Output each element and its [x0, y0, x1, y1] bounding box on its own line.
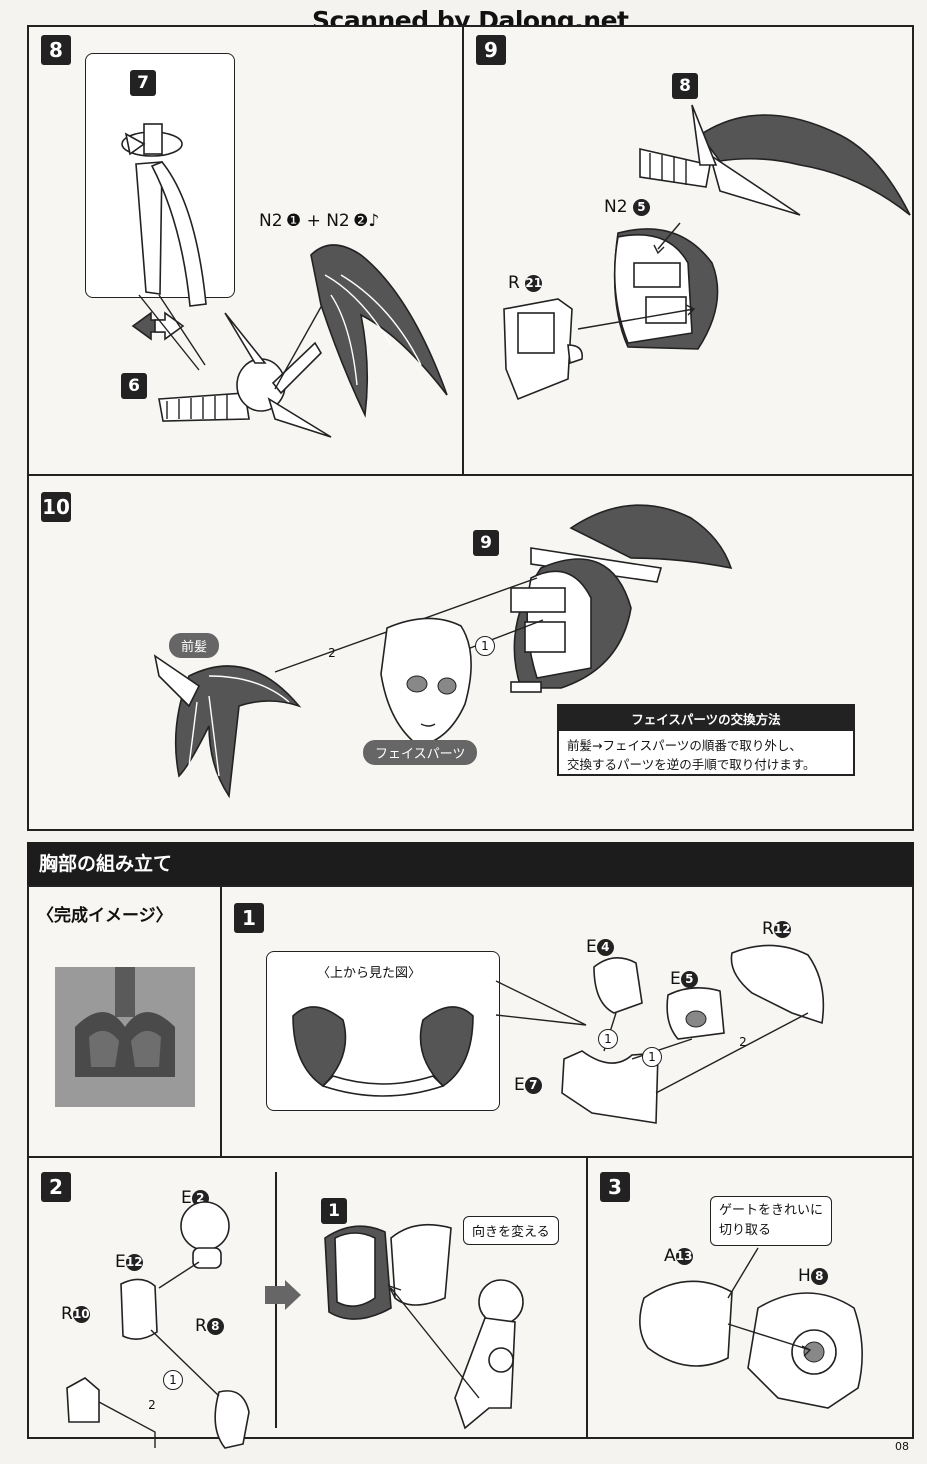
step-10-sub-9-label: 9 [473, 530, 499, 556]
finished-chest-photo [55, 967, 195, 1107]
gate-trim-line-2: 切り取る [719, 1223, 772, 1238]
part-code-a13: A [664, 1246, 676, 1266]
inset-step-7-number: 7 [130, 70, 156, 96]
part-number-13: 13 [675, 1248, 693, 1265]
step-2-sub-1-label: 1 [321, 1198, 347, 1224]
order-marker-2: 2 [141, 1394, 163, 1416]
face-parts-label: フェイスパーツ [363, 740, 478, 765]
step-10-panel: 10 9 2 1 前髪 フェイスパーツ フェイスパーツの交換方法 前髪→フェイス… [27, 474, 914, 831]
order-marker-2: 2 [732, 1031, 754, 1053]
bangs-label: 前髪 [169, 633, 220, 658]
ribbon-part-drawing [121, 123, 207, 307]
part-number-21: 21 [525, 275, 543, 292]
note-title: フェイスパーツの交換方法 [559, 706, 853, 731]
gate-trim-line-1: ゲートをきれいに [719, 1203, 824, 1218]
part-number-10: 10 [72, 1306, 90, 1323]
part-number-12: 12 [125, 1254, 143, 1271]
next-step-arrow-icon [265, 1280, 301, 1310]
step-8-inset: 7 [85, 53, 235, 307]
chest-step-3-number: 3 [600, 1172, 630, 1202]
part-label-e12: E12 [115, 1252, 143, 1272]
part-label-r-21: R 21 [508, 273, 543, 293]
part-number-7: 7 [524, 1077, 542, 1094]
part-number-5: 5 [632, 199, 650, 216]
part-code-r8: R [195, 1316, 207, 1336]
order-marker-1a: 1 [598, 1029, 618, 1049]
face-exchange-note: フェイスパーツの交換方法 前髪→フェイスパーツの順番で取り外し、 交換するパーツ… [557, 704, 855, 776]
part-code-e2: E [181, 1188, 192, 1208]
step-9-panel: 9 8 N2 5 R 21 [462, 25, 914, 476]
hair-clip-with-wing-drawing [158, 287, 336, 438]
gate-trim-callout: ゲートをきれいに 切り取る [710, 1196, 833, 1246]
part-number-12: 12 [773, 921, 791, 938]
finished-image-panel: 〈完成イメージ〉 [27, 885, 222, 1158]
hair-wing-assembly-drawing [639, 104, 911, 216]
head-assembly-drawing [510, 504, 733, 693]
top-view-box: 〈上から見た図〉 [266, 951, 500, 1111]
step-9-number: 9 [476, 35, 506, 65]
part-code-n2: N2 [604, 197, 628, 217]
part-code-r: R [508, 273, 520, 293]
page-number: 08 [895, 1440, 909, 1453]
order-marker-1: 1 [163, 1370, 183, 1390]
note-line-1: 前髪→フェイスパーツの順番で取り外し、 [567, 738, 802, 753]
back-armor-parts-drawing [639, 1247, 863, 1409]
part-label-a13: A13 [664, 1246, 693, 1266]
chest-step-2-number: 2 [41, 1172, 71, 1202]
step-9-sub-8-label: 8 [672, 73, 698, 99]
step-8-part-6-label: 6 [121, 373, 147, 399]
part-number-5: 5 [680, 971, 698, 988]
chest-section-header: 胸部の組み立て [27, 842, 914, 887]
part-code-r10: R [61, 1304, 73, 1324]
inset-pointer [138, 294, 206, 371]
part-code-e5: E [670, 969, 681, 989]
part-code-e12: E [115, 1252, 126, 1272]
arm-joint-parts-drawing [66, 1201, 250, 1449]
step-8-number: 8 [41, 35, 71, 65]
order-marker-1: 1 [475, 636, 495, 656]
part-code-e4: E [586, 937, 597, 957]
part-number-4: 4 [596, 939, 614, 956]
order-marker-2: 2 [321, 642, 343, 664]
finished-image-label: 〈完成イメージ〉 [37, 906, 173, 926]
step-8-panel: 8 7 6 N2 ❶ + N2 ❷♪ [27, 25, 464, 476]
chest-parts-drawing [561, 944, 825, 1124]
part-number-8: 8 [810, 1268, 828, 1285]
step-10-number: 10 [41, 492, 71, 522]
bangs-part-drawing [153, 654, 302, 799]
top-view-pointer [495, 980, 587, 1026]
part-label-r12: R12 [762, 919, 791, 939]
order-marker-1b: 1 [642, 1047, 662, 1067]
turn-direction-callout: 向きを変える [463, 1216, 559, 1245]
part-label-n2-5: N2 5 [604, 197, 650, 217]
part-label-r10: R10 [61, 1304, 90, 1324]
part-number-8: 8 [206, 1318, 224, 1335]
top-view-drawing [292, 1006, 474, 1097]
part-code-e7: E [514, 1075, 525, 1095]
chest-with-arm-drawing [324, 1223, 524, 1430]
neck-joint-part-drawing [503, 298, 696, 401]
face-part-drawing [380, 617, 472, 747]
top-view-label: 〈上から見た図〉 [317, 966, 422, 981]
head-back-part-drawing [613, 222, 719, 350]
part-code-r12: R [762, 919, 774, 939]
wing-hair-part-drawing [310, 244, 448, 418]
note-line-2: 交換するパーツを逆の手順で取り付けます。 [567, 757, 816, 772]
part-code-h8: H [798, 1266, 811, 1286]
chest-step-1-number: 1 [234, 903, 264, 933]
part-label-n2-6-n2-7: N2 ❶ + N2 ❷♪ [259, 211, 380, 231]
